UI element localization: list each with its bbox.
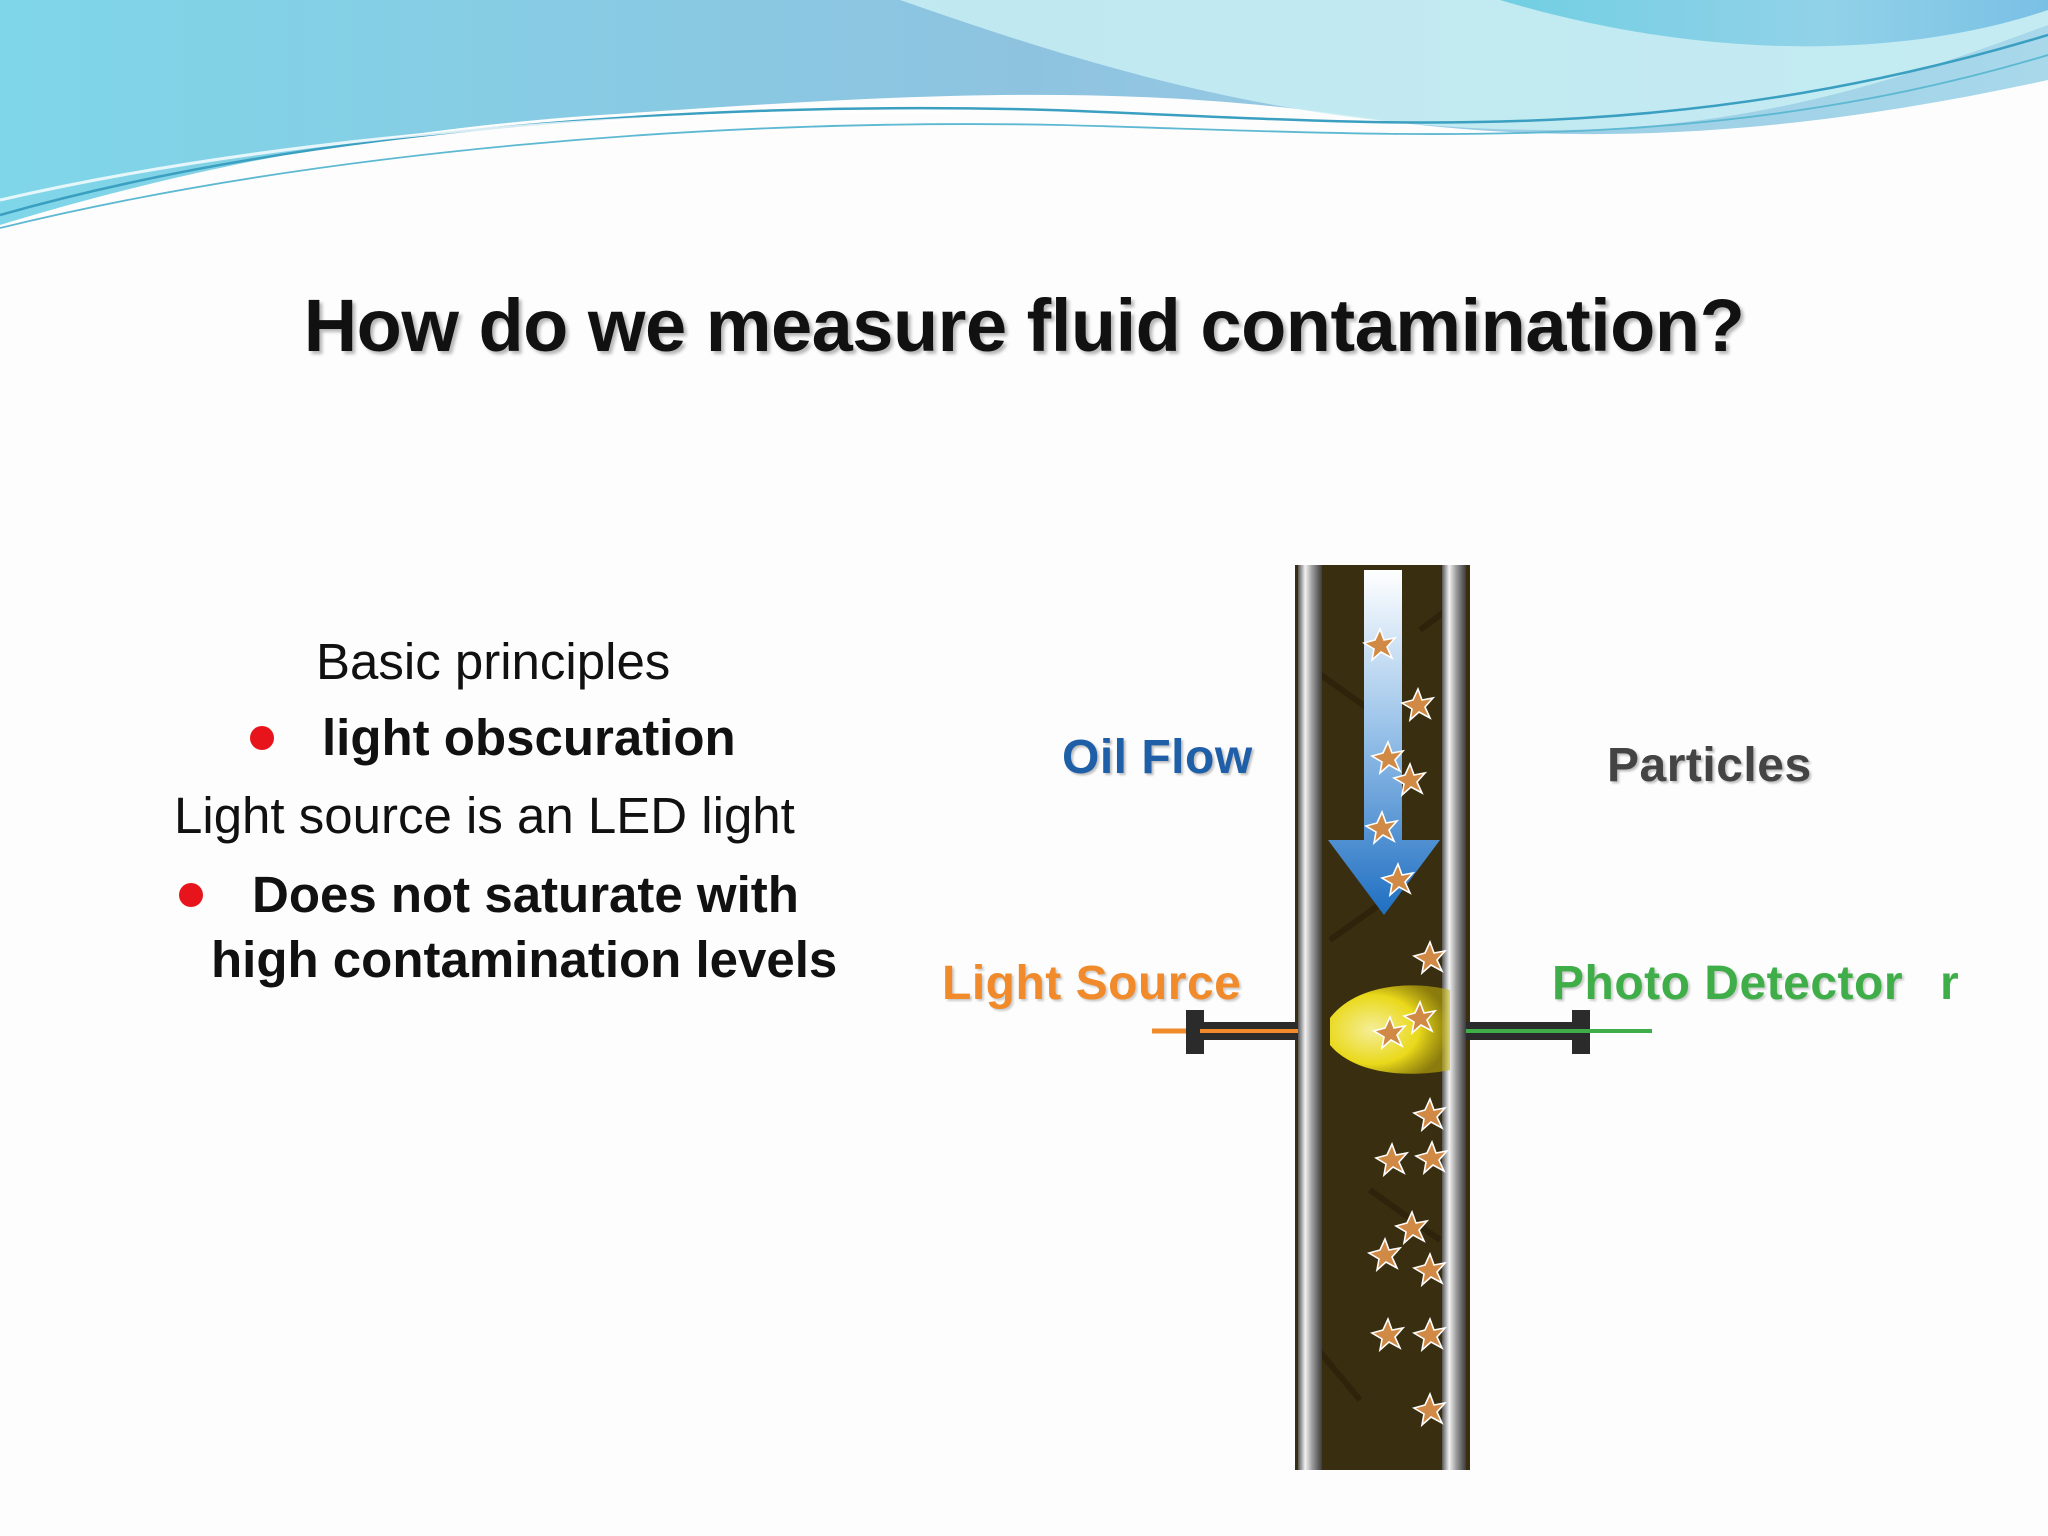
pipe-wall-left <box>1298 565 1322 1470</box>
sensor-diagram-graphic <box>1152 565 1652 1470</box>
slide-title: How do we measure fluid contamination? <box>303 284 1745 367</box>
header-wave-decoration <box>0 0 2048 229</box>
label-light-source: Light Source <box>942 957 1242 1010</box>
light-source-fitting <box>1186 1010 1204 1054</box>
label-photo-detector: Photo Detector <box>1552 957 1904 1010</box>
text-led-light-source: Light source is an LED light <box>174 787 795 844</box>
heading-basic-principles: Basic principles <box>316 633 671 690</box>
label-photo-detector-trailing: r <box>1940 957 1960 1010</box>
bullet-dot-icon <box>250 726 274 750</box>
bullet-dot-icon <box>179 883 203 907</box>
bullet-does-not-saturate: Does not saturate with <box>252 866 799 923</box>
flow-arrow-icon <box>1328 570 1440 915</box>
label-particles: Particles <box>1607 739 1812 792</box>
bullet-continuation: high contamination levels <box>211 931 838 988</box>
bullet-light-obscuration: light obscuration <box>322 709 736 766</box>
sensor-diagram: Oil Flow Particles Light Source Photo De… <box>900 540 2000 1500</box>
label-oil-flow: Oil Flow <box>1062 731 1253 784</box>
bullet-list: Basic principles light obscuration Light… <box>0 0 900 1536</box>
